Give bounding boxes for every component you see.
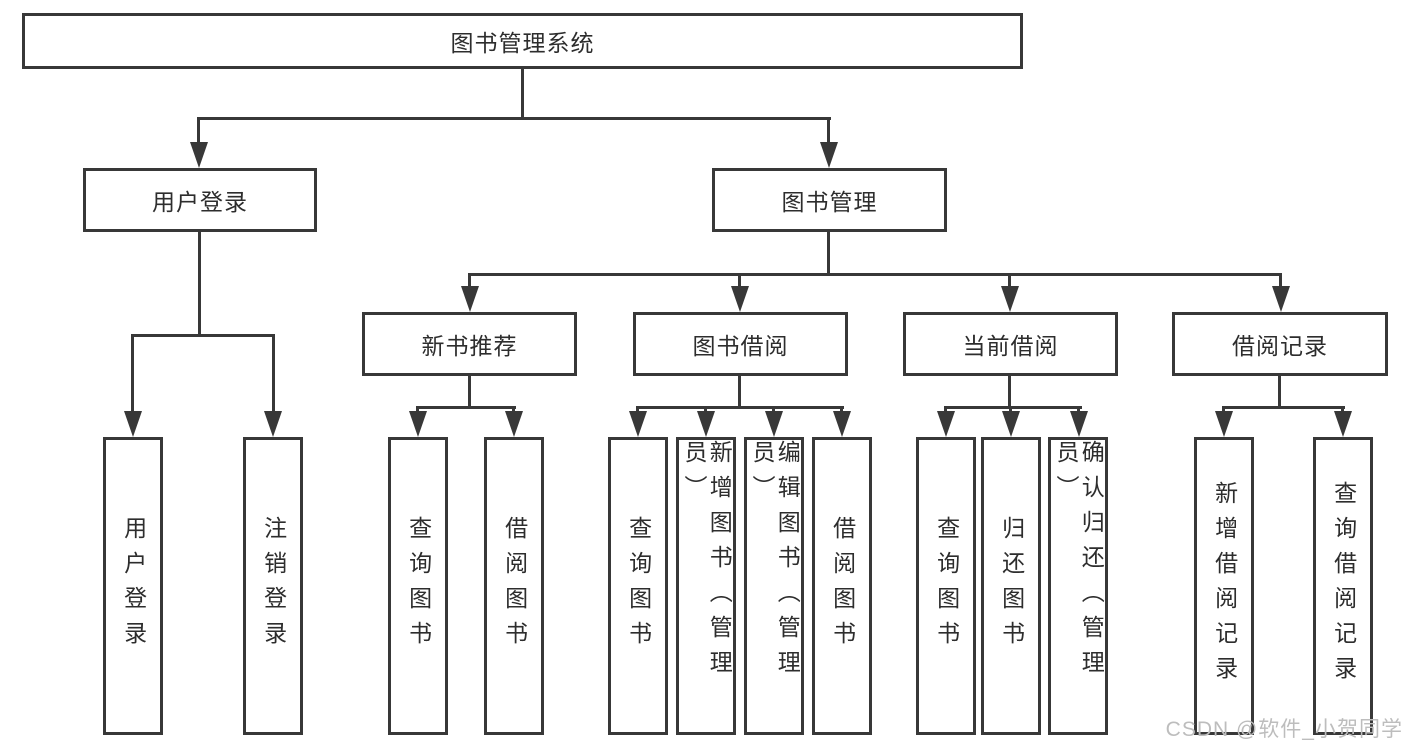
connector-stub — [512, 406, 515, 412]
arrowhead-leaf — [1070, 411, 1088, 437]
connector-borrowing-bar — [636, 406, 844, 409]
arrowhead-login — [124, 411, 142, 437]
connector-stub — [840, 406, 843, 412]
leaf-label: 注销登录 — [260, 516, 287, 656]
connector-drop-login — [131, 334, 134, 411]
connector-stub — [1222, 406, 1225, 412]
leaf-query-books-1: 查询图书 — [388, 437, 448, 735]
leaf-query-loan-record: 查询借阅记录 — [1313, 437, 1373, 735]
connector-current-bar — [944, 406, 1082, 409]
arrowhead-leaf — [1334, 411, 1352, 437]
csdn-watermark: CSDN @软件_小贺同学 — [1165, 718, 1403, 741]
connector-stub — [416, 406, 419, 412]
arrowhead-logout — [264, 411, 282, 437]
leaf-add-book-admin: 新增图书（管理员） — [676, 437, 736, 735]
arrowhead-leaf — [937, 411, 955, 437]
leaf-label: 查询借阅记录 — [1330, 481, 1357, 691]
connector-userlogin-stem — [198, 232, 201, 334]
arrowhead-leaf — [765, 411, 783, 437]
leaf-label: 归还图书 — [998, 516, 1025, 656]
connector-stub — [704, 406, 707, 412]
node-loan-records: 借阅记录 — [1172, 312, 1388, 376]
connector-borrowing-stem — [738, 376, 741, 406]
connector-drop-new-books — [468, 273, 471, 286]
connector-stub — [944, 406, 947, 412]
node-book-mgmt-label: 图书管理 — [781, 189, 878, 215]
connector-current-stem — [1008, 376, 1011, 406]
leaf-confirm-return-admin: 确认归还（管理员） — [1048, 437, 1108, 735]
connector-records-stem — [1278, 376, 1281, 406]
leaf-label: 查询图书 — [405, 516, 432, 656]
node-current-loans-label: 当前借阅 — [962, 333, 1059, 359]
leaf-user-login: 用户登录 — [103, 437, 163, 735]
connector-drop-current — [1008, 273, 1011, 286]
connector-records-bar — [1222, 406, 1345, 409]
leaf-query-books-3: 查询图书 — [916, 437, 976, 735]
connector-newbooks-stem — [468, 376, 471, 406]
arrowhead-leaf — [629, 411, 647, 437]
arrowhead-records — [1272, 286, 1290, 312]
leaf-label: 查询图书 — [933, 516, 960, 656]
connector-stub — [1341, 406, 1344, 412]
connector-stub — [636, 406, 639, 412]
leaf-edit-book-admin: 编辑图书（管理员） — [744, 437, 804, 735]
node-user-login-label: 用户登录 — [152, 189, 248, 215]
leaf-label: 新增图书（管理员） — [681, 440, 733, 685]
connector-drop-records — [1279, 273, 1282, 286]
leaf-logout: 注销登录 — [243, 437, 303, 735]
connector-root-stem — [521, 68, 524, 117]
leaf-label: 新增借阅记录 — [1211, 481, 1238, 691]
connector-stub — [772, 406, 775, 412]
leaf-return-book: 归还图书 — [981, 437, 1041, 735]
leaf-label: 查询图书 — [625, 516, 652, 656]
arrowhead-leaf — [1215, 411, 1233, 437]
arrowhead-borrowing — [731, 286, 749, 312]
leaf-borrow-books-2: 借阅图书 — [812, 437, 872, 735]
leaf-borrow-books-1: 借阅图书 — [484, 437, 544, 735]
node-current-loans: 当前借阅 — [903, 312, 1118, 376]
node-new-books-label: 新书推荐 — [421, 333, 518, 359]
leaf-add-loan-record: 新增借阅记录 — [1194, 437, 1254, 735]
connector-drop-user-login — [197, 117, 200, 144]
leaf-label: 编辑图书（管理员） — [749, 440, 801, 685]
connector-root-bar — [197, 117, 831, 120]
leaf-label: 用户登录 — [120, 516, 147, 656]
node-borrowing-label: 图书借阅 — [692, 333, 789, 359]
leaf-label: 借阅图书 — [829, 516, 856, 656]
connector-drop-book-mgmt — [827, 117, 830, 144]
arrowhead-leaf — [697, 411, 715, 437]
leaf-label: 确认归还（管理员） — [1053, 440, 1105, 685]
node-user-login: 用户登录 — [83, 168, 317, 232]
node-book-mgmt: 图书管理 — [712, 168, 947, 232]
leaf-query-books-2: 查询图书 — [608, 437, 668, 735]
arrowhead-new-books — [461, 286, 479, 312]
connector-stub — [1009, 406, 1012, 412]
node-root: 图书管理系统 — [22, 13, 1023, 69]
arrowhead-leaf — [409, 411, 427, 437]
arrowhead-leaf — [1002, 411, 1020, 437]
arrowhead-leaf — [505, 411, 523, 437]
arrowhead-book-mgmt — [820, 142, 838, 168]
connector-drop-borrowing — [738, 273, 741, 286]
connector-userlogin-bar — [131, 334, 275, 337]
connector-bookmgmt-bar — [468, 273, 1282, 276]
connector-drop-logout — [272, 334, 275, 411]
arrowhead-user-login — [190, 142, 208, 168]
node-loan-records-label: 借阅记录 — [1232, 333, 1328, 359]
connector-bookmgmt-stem — [827, 232, 830, 273]
node-root-label: 图书管理系统 — [450, 30, 595, 56]
arrowhead-leaf — [833, 411, 851, 437]
leaf-label: 借阅图书 — [501, 516, 528, 656]
node-new-books: 新书推荐 — [362, 312, 577, 376]
arrowhead-current — [1001, 286, 1019, 312]
connector-stub — [1077, 406, 1080, 412]
connector-newbooks-bar — [416, 406, 516, 409]
node-borrowing: 图书借阅 — [633, 312, 848, 376]
